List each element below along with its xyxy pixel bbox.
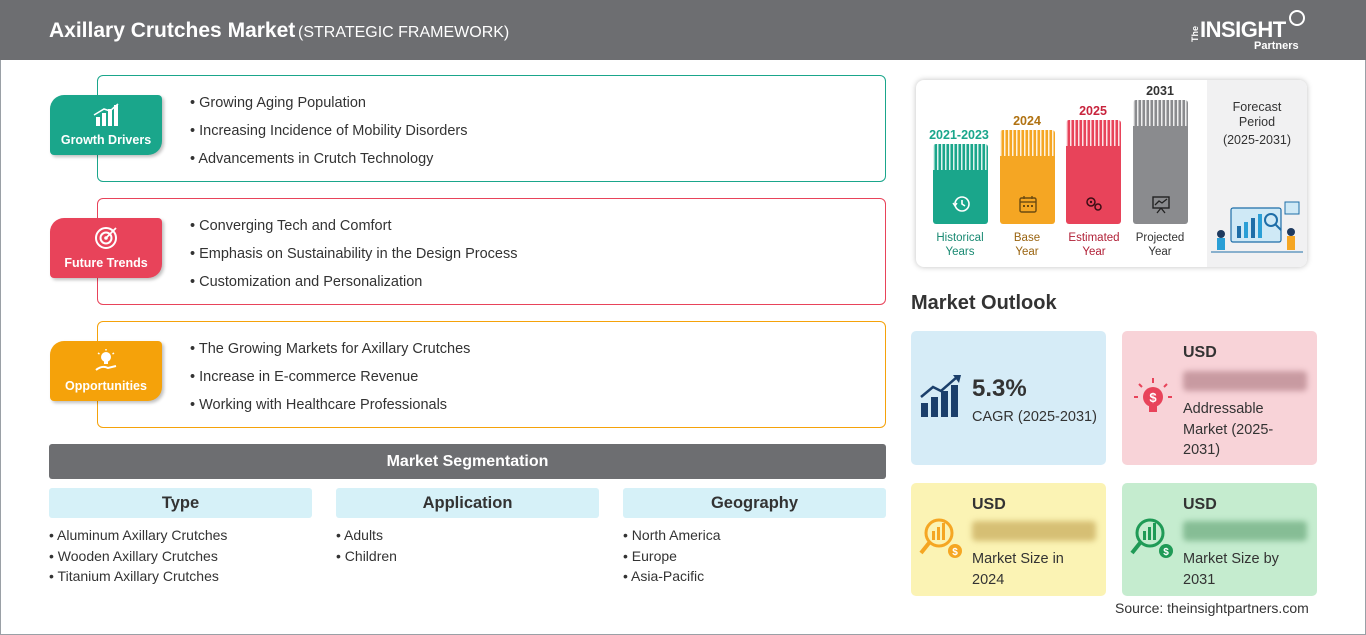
future-trends-label: Future Trends bbox=[64, 256, 148, 270]
year-historical: 2021-2023 bbox=[929, 128, 989, 142]
opportunities-badge: Opportunities bbox=[50, 341, 162, 401]
projected-bar bbox=[1133, 100, 1188, 224]
logo-partners-text: Partners bbox=[1254, 40, 1299, 52]
market-2024-usd: USD bbox=[972, 496, 1006, 513]
list-item: • Advancements in Crutch Technology bbox=[190, 151, 434, 167]
list-item: • Increasing Incidence of Mobility Disor… bbox=[190, 123, 468, 139]
addressable-usd: USD bbox=[1183, 344, 1217, 361]
list-item: • Europe bbox=[623, 547, 677, 564]
list-item: • Wooden Axillary Crutches bbox=[49, 547, 218, 564]
target-icon bbox=[95, 227, 117, 249]
logo-insight-text: INSIGHT bbox=[1200, 17, 1286, 42]
magnifier-chart-dollar-icon: $ bbox=[1130, 518, 1173, 558]
historical-bar bbox=[933, 144, 988, 224]
presentation-icon bbox=[1152, 196, 1170, 214]
base-bar bbox=[1000, 130, 1055, 224]
svg-text:$: $ bbox=[1163, 547, 1169, 558]
list-item: • Children bbox=[336, 547, 397, 564]
market-2031-value-blurred bbox=[1183, 521, 1307, 541]
list-item: • Growing Aging Population bbox=[190, 95, 366, 111]
list-item: • Converging Tech and Comfort bbox=[190, 218, 392, 234]
future-trends-badge: Future Trends bbox=[50, 218, 162, 278]
list-item: • Aluminum Axillary Crutches bbox=[49, 527, 228, 543]
market-2024-value-blurred bbox=[972, 521, 1096, 541]
growth-bars-icon bbox=[920, 375, 961, 417]
market-outlook-title: Market Outlook bbox=[911, 292, 1057, 314]
cagr-card: 5.3% CAGR (2025-2031) bbox=[911, 331, 1106, 465]
magnifier-chart-dollar-icon: $ bbox=[919, 518, 962, 558]
list-item: • Increase in E-commerce Revenue bbox=[190, 369, 419, 385]
list-item: • Working with Healthcare Professionals bbox=[190, 397, 448, 413]
cagr-label: CAGR (2025-2031) bbox=[972, 409, 1097, 425]
cagr-value: 5.3% bbox=[972, 375, 1027, 402]
calendar-icon bbox=[1019, 196, 1037, 213]
list-item: • Adults bbox=[336, 527, 383, 543]
history-icon bbox=[952, 196, 970, 212]
estimated-bar bbox=[1066, 120, 1121, 224]
lightbulb-dollar-icon: $ bbox=[1134, 378, 1172, 412]
svg-text:$: $ bbox=[1149, 390, 1157, 405]
forecast-range: (2025-2031) bbox=[1222, 133, 1292, 147]
addressable-value-blurred bbox=[1183, 371, 1307, 391]
gears-icon bbox=[1086, 197, 1102, 211]
segment-geography-heading: Geography bbox=[623, 488, 886, 518]
list-item: • Emphasis on Sustainability in the Desi… bbox=[190, 246, 518, 262]
segment-application-heading: Application bbox=[336, 488, 599, 518]
growth-drivers-badge: Growth Drivers bbox=[50, 95, 162, 155]
opportunities-box: • The Growing Markets for Axillary Crutc… bbox=[97, 321, 886, 428]
segment-application-column: Application • Adults • Children bbox=[336, 488, 599, 566]
insight-partners-logo[interactable]: The INSIGHT Partners bbox=[1190, 10, 1310, 54]
analysts-illustration-icon bbox=[1211, 201, 1303, 253]
header-bar: Axillary Crutches Market (STRATEGIC FRAM… bbox=[0, 0, 1366, 60]
page-subtitle: (STRATEGIC FRAMEWORK) bbox=[298, 24, 510, 41]
lightbulb-hand-icon bbox=[95, 349, 117, 371]
segment-type-column: Type • Aluminum Axillary Crutches • Wood… bbox=[49, 488, 312, 587]
segment-type-heading: Type bbox=[49, 488, 312, 518]
list-item: • Asia-Pacific bbox=[623, 568, 705, 584]
growth-drivers-list: • Growing Aging Population • Increasing … bbox=[190, 93, 467, 177]
opportunities-label: Opportunities bbox=[65, 379, 147, 393]
opportunities-list: • The Growing Markets for Axillary Crutc… bbox=[190, 339, 470, 423]
logo-the-text: The bbox=[1190, 25, 1200, 42]
market-2031-usd: USD bbox=[1183, 496, 1217, 513]
growth-drivers-box: • Growing Aging Population • Increasing … bbox=[97, 75, 886, 182]
growth-chart-icon bbox=[93, 103, 119, 126]
page-title: Axillary Crutches Market bbox=[49, 19, 296, 42]
year-estimated: 2025 bbox=[1079, 104, 1107, 118]
future-trends-box: • Converging Tech and Comfort • Emphasis… bbox=[97, 198, 886, 305]
list-item: • North America bbox=[623, 527, 721, 543]
segment-geography-column: Geography • North America • Europe • Asi… bbox=[623, 488, 886, 587]
year-base: 2024 bbox=[1013, 114, 1041, 128]
year-projected: 2031 bbox=[1146, 84, 1174, 98]
logo-ring-icon bbox=[1289, 10, 1305, 26]
list-item: • Titanium Axillary Crutches bbox=[49, 568, 219, 584]
svg-text:$: $ bbox=[952, 547, 958, 558]
list-item: • The Growing Markets for Axillary Crutc… bbox=[190, 341, 471, 357]
source-credit[interactable]: Source: theinsightpartners.com bbox=[1115, 600, 1309, 616]
market-segmentation-bar: Market Segmentation bbox=[49, 444, 886, 479]
growth-drivers-label: Growth Drivers bbox=[60, 133, 152, 147]
list-item: • Customization and Personalization bbox=[190, 274, 423, 290]
future-trends-list: • Converging Tech and Comfort • Emphasis… bbox=[190, 216, 517, 300]
